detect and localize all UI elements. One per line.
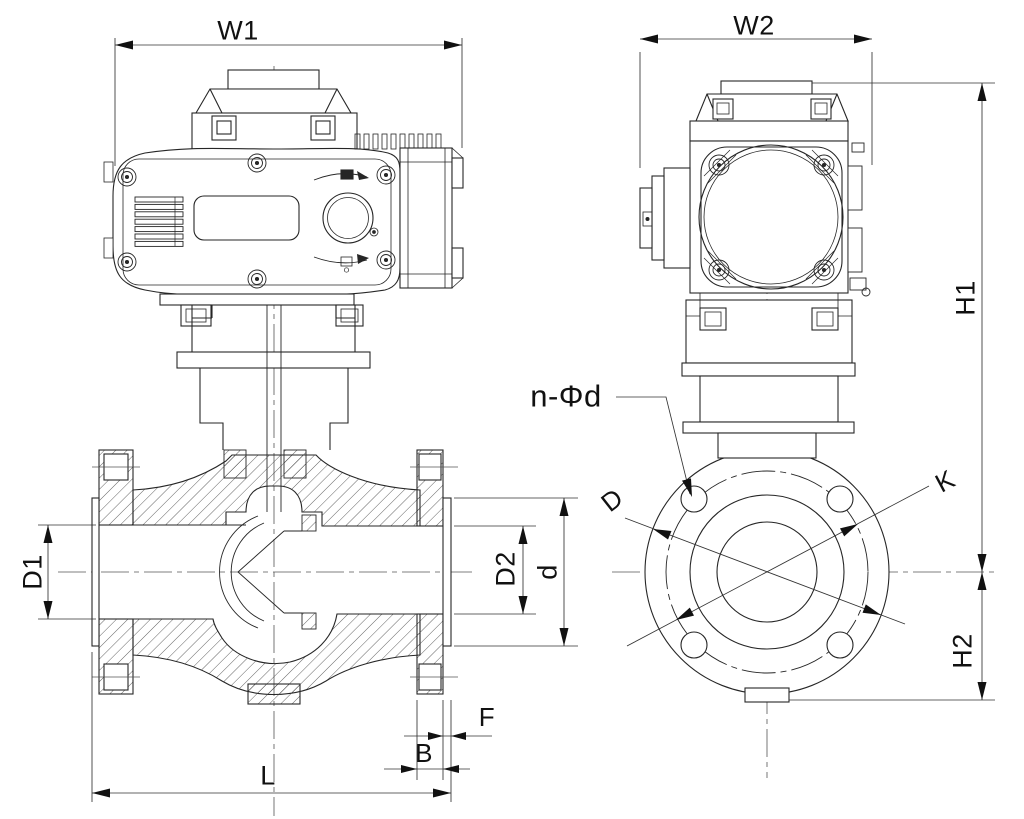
front-view	[38, 38, 578, 816]
dim-label-w1: W1	[217, 15, 259, 46]
dim-label-d2: D2	[490, 551, 521, 587]
flange-end-view	[644, 449, 890, 703]
drain-plug	[247, 683, 301, 705]
dim-label-w2: W2	[733, 10, 775, 41]
bolt-hole	[680, 631, 708, 659]
screw-bosses	[117, 153, 396, 289]
vent-louvers	[134, 196, 184, 247]
front-dimensions	[38, 38, 578, 802]
connector-strips	[847, 142, 871, 297]
bottom-tab	[744, 687, 790, 703]
leader-lines	[616, 396, 930, 647]
label-bolt-holes-note: n-Φd	[530, 378, 602, 414]
connector-box-front	[399, 147, 464, 289]
side-dimensions	[639, 34, 995, 701]
left-flange	[91, 449, 140, 695]
actuator-front-cap	[191, 69, 358, 153]
valve-body-front	[91, 449, 458, 705]
right-flange	[410, 449, 458, 695]
dim-label-d: d	[532, 564, 563, 580]
terminal-comb	[354, 133, 442, 150]
display-window	[193, 195, 300, 241]
rotation-dial	[313, 169, 379, 273]
dim-label-b: B	[415, 738, 433, 768]
dim-label-h1: H1	[950, 280, 981, 316]
bolt-hole	[680, 485, 708, 513]
actuator-front-body	[103, 133, 464, 296]
dim-label-d1: D1	[17, 554, 48, 590]
manual-override	[639, 167, 691, 269]
dim-label-h2: H2	[947, 633, 978, 669]
ball	[219, 514, 317, 630]
bolt-hole	[826, 485, 854, 513]
dim-label-f: F	[478, 702, 496, 732]
bracket-side	[681, 299, 856, 459]
dim-label-l: L	[260, 760, 276, 791]
bolt-hole	[826, 631, 854, 659]
side-view	[612, 34, 995, 778]
actuator-side	[639, 80, 871, 300]
